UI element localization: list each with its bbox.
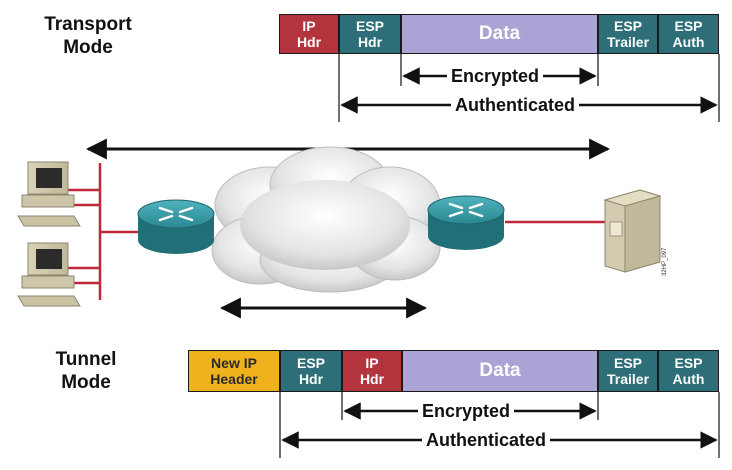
tunnel-esp-auth: ESP Auth	[658, 350, 719, 392]
tunnel-new-ip-header: New IP Header	[188, 350, 280, 392]
tunnel-authenticated-label: Authenticated	[422, 430, 551, 450]
figure-tag: 32HP_097	[662, 247, 668, 276]
lan-links	[68, 163, 605, 300]
transport-authenticated-label: Authenticated	[451, 95, 580, 115]
workstation-bottom-icon	[17, 242, 81, 307]
workstation-top-icon	[17, 161, 81, 227]
transport-title-line2: Mode	[63, 37, 113, 58]
tunnel-ip-hdr: IP Hdr	[342, 350, 402, 392]
transport-title-line1: Transport	[44, 14, 132, 35]
tunnel-mode-title: Tunnel Mode	[36, 348, 136, 394]
transport-encrypted-label: Encrypted	[447, 66, 544, 86]
tunnel-esp-hdr: ESP Hdr	[280, 350, 342, 392]
transport-esp-trailer: ESP Trailer	[598, 14, 658, 54]
server-icon	[603, 189, 662, 273]
router-right-icon	[427, 195, 505, 250]
transport-ip-hdr: IP Hdr	[279, 14, 339, 54]
internet-cloud	[211, 146, 441, 293]
tunnel-esp-trailer: ESP Trailer	[598, 350, 658, 392]
tunnel-encrypted-label: Encrypted	[418, 401, 515, 421]
tunnel-data: Data	[402, 350, 598, 392]
tunnel-title-line1: Tunnel	[55, 349, 117, 370]
transport-data: Data	[401, 14, 598, 54]
router-left-icon	[137, 199, 215, 254]
transport-esp-auth: ESP Auth	[658, 14, 719, 54]
tunnel-title-line2: Mode	[61, 372, 111, 393]
transport-mode-title: Transport Mode	[28, 13, 148, 59]
transport-esp-hdr: ESP Hdr	[339, 14, 401, 54]
